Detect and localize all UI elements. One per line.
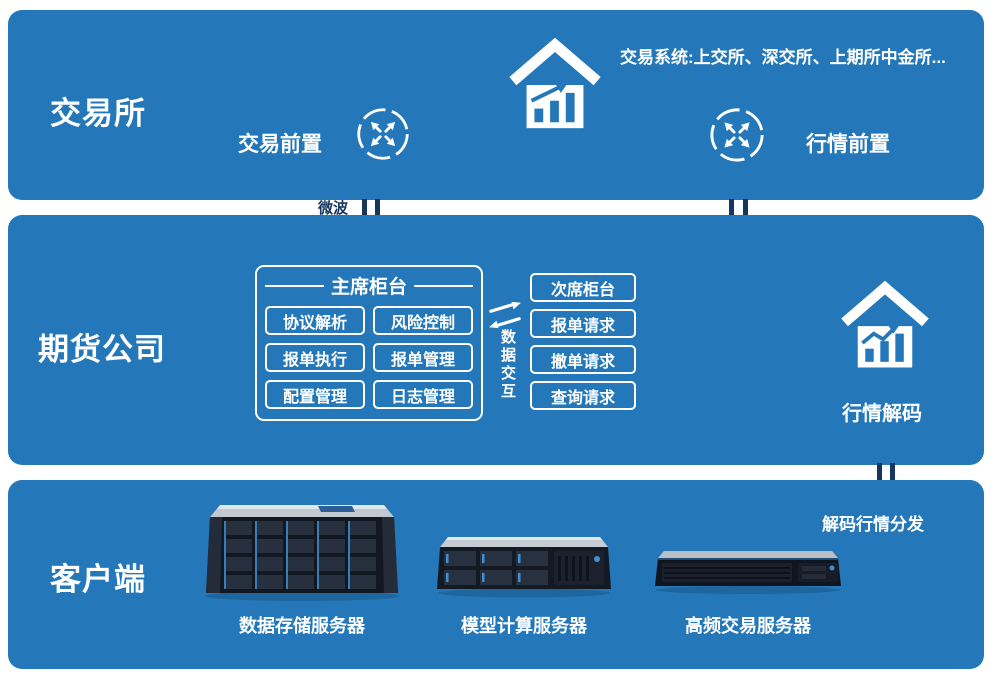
distribute-label: 解码行情分发 [822, 515, 924, 534]
exchange-band: 交易所 交易前置 交易系 [8, 10, 984, 200]
connector-bar [375, 199, 380, 217]
main-counter-modules: 协议解析 风险控制 报单执行 报单管理 配置管理 日志管理 [265, 306, 473, 409]
server-label: 数据存储服务器 [239, 616, 365, 636]
client-band: 客户端 解码行情分发 [8, 480, 984, 669]
counter-module: 配置管理 [265, 380, 365, 409]
quote-decode-label: 行情解码 [842, 403, 922, 425]
counter-module: 报单管理 [373, 343, 473, 372]
secondary-request-box: 撤单请求 [530, 345, 636, 374]
link-type-label: 微波 [318, 200, 349, 217]
band-title-client: 客户端 [50, 562, 146, 597]
connector-bar [890, 463, 895, 481]
connector-bar [743, 199, 748, 217]
data-exchange-arrows-icon [489, 301, 521, 329]
main-counter-panel: 主席柜台 协议解析 风险控制 报单执行 报单管理 配置管理 日志管理 [255, 265, 483, 421]
main-counter-header: 主席柜台 [265, 272, 474, 299]
quote-front-label: 行情前置 [806, 133, 890, 156]
secondary-counter-panel: 次席柜台 报单请求 撤单请求 查询请求 [530, 273, 636, 410]
trade-front-switch-icon [357, 108, 409, 160]
title-line [414, 284, 474, 287]
main-counter-title: 主席柜台 [331, 277, 408, 298]
counter-module: 风险控制 [373, 306, 473, 335]
compute-server-image [437, 537, 611, 598]
title-line [265, 284, 324, 287]
exchange-systems-note: 交易系统:上交所、深交所、上期所中金所... [620, 48, 946, 67]
exchange-building-icon [509, 37, 601, 129]
connector-bar [877, 463, 882, 481]
band-title-exchange: 交易所 [50, 96, 146, 131]
hft-server-image [655, 551, 841, 594]
futures-band: 期货公司 主席柜台 协议解析 风险控制 报单执行 报单管理 配置管理 日志管理 [8, 215, 984, 465]
counter-module: 协议解析 [265, 306, 365, 335]
connector-bar [729, 199, 734, 217]
connector-bar [362, 199, 367, 217]
server-label: 高频交易服务器 [685, 616, 811, 636]
trade-front-label: 交易前置 [238, 133, 322, 156]
data-exchange-label: 数据交互 [499, 329, 516, 401]
counter-module: 报单执行 [265, 343, 365, 372]
band-title-futures: 期货公司 [38, 332, 166, 367]
quote-decode-building-icon [841, 280, 929, 368]
server-label: 模型计算服务器 [461, 616, 587, 636]
storage-server-image [205, 505, 399, 601]
secondary-request-box: 查询请求 [530, 381, 636, 410]
quote-front-switch-icon [710, 108, 764, 162]
counter-module: 日志管理 [373, 380, 473, 409]
secondary-request-box: 报单请求 [530, 309, 636, 338]
secondary-counter-title-box: 次席柜台 [530, 273, 636, 302]
